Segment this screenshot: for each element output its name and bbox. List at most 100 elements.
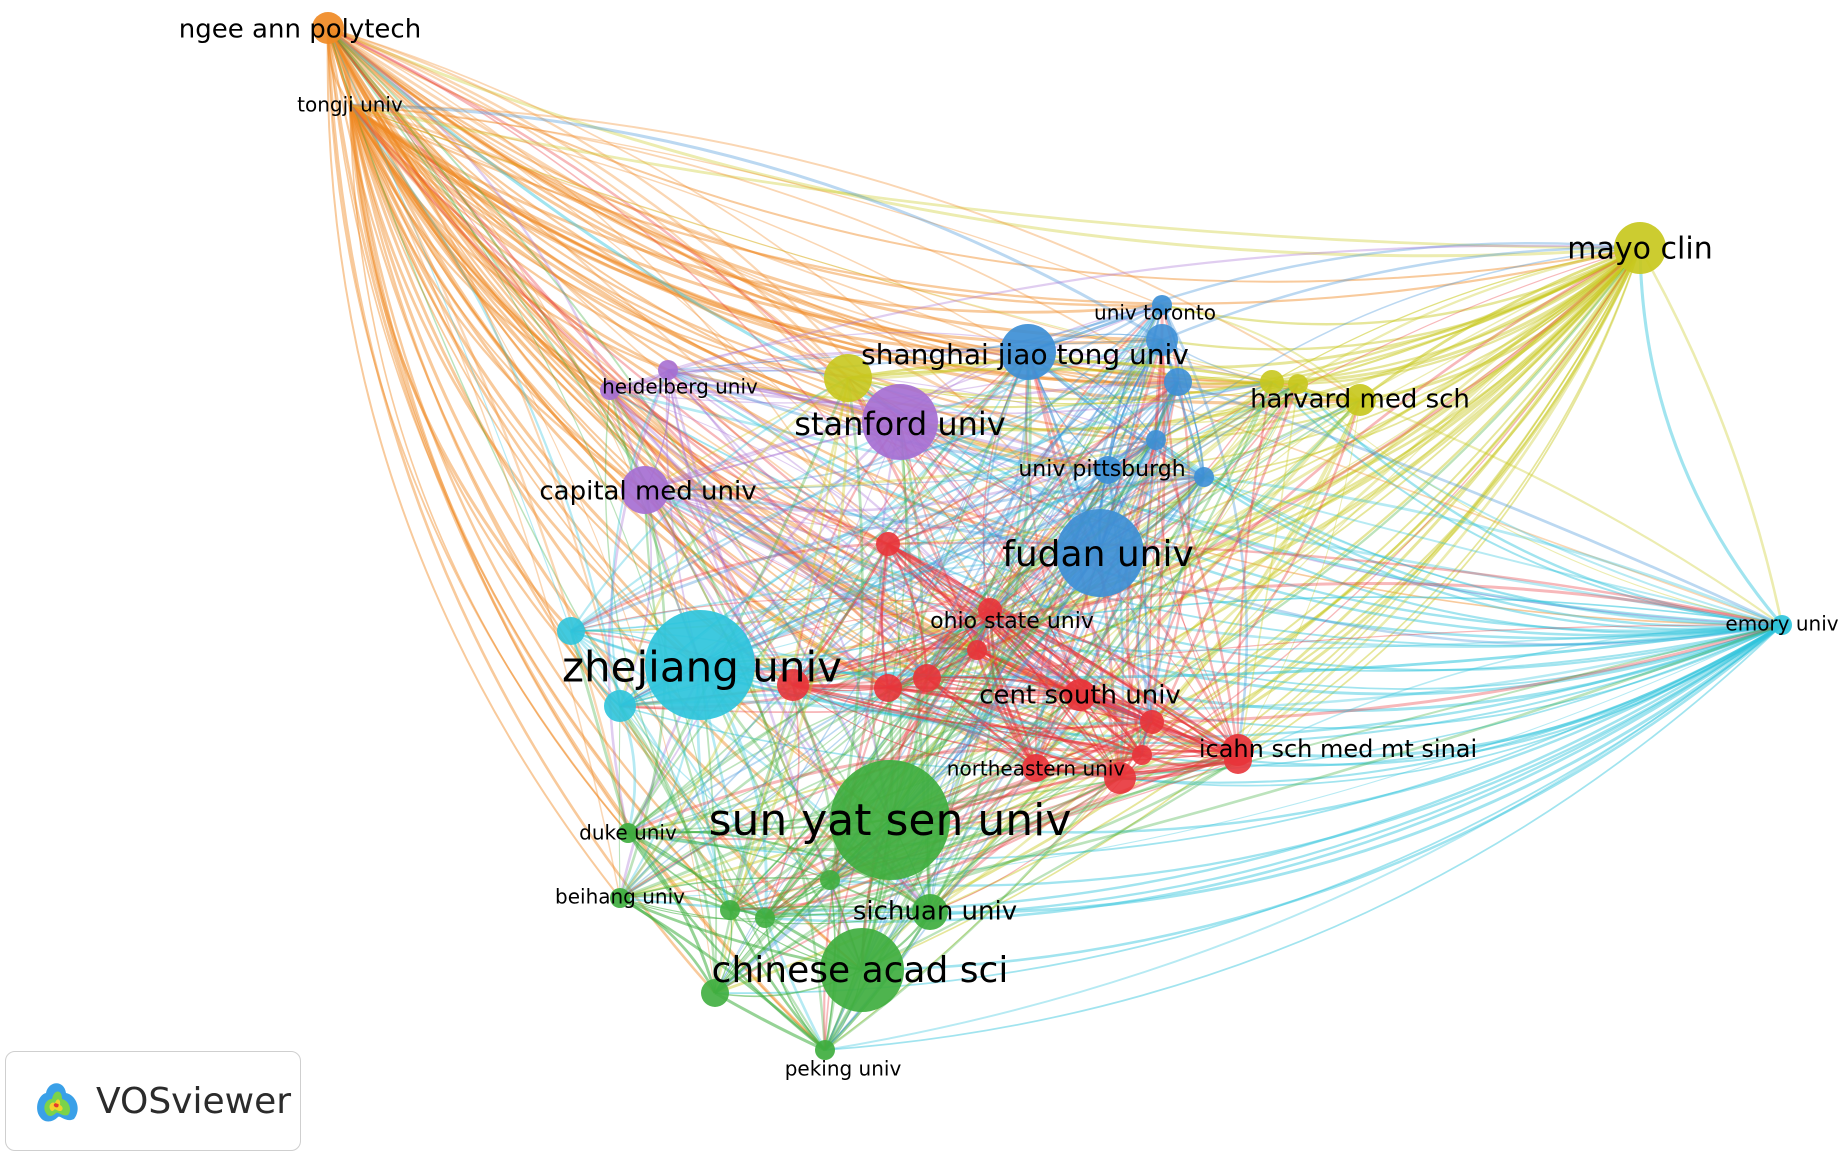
network-link: [792, 619, 988, 686]
network-link: [764, 748, 1239, 920]
network-link: [627, 830, 931, 913]
network-link: [888, 380, 1273, 821]
network-link: [327, 27, 731, 911]
network-link: [1151, 623, 1783, 724]
network-link: [349, 104, 1109, 472]
network-link: [570, 630, 732, 911]
network-link: [792, 304, 1163, 686]
network-link: [1106, 469, 1154, 723]
vosviewer-badge: VOSviewer: [5, 1051, 301, 1151]
network-node-unlabeled: [1146, 324, 1178, 356]
network-link: [1161, 246, 1641, 351]
node-label-emory: emory univ: [1725, 612, 1838, 636]
network-link: [570, 439, 1157, 632]
network-link: [976, 383, 1299, 651]
network-link: [326, 27, 978, 652]
network-link: [1203, 247, 1641, 478]
network-link: [619, 247, 1641, 900]
network-link: [609, 244, 1641, 392]
network-link: [886, 543, 929, 679]
network-link: [627, 619, 988, 834]
network-node-sysu: [830, 760, 950, 880]
network-link: [889, 399, 1361, 821]
network-node-emory: [1772, 615, 1792, 635]
network-link: [861, 777, 1121, 971]
network-link: [976, 649, 1143, 756]
network-link: [349, 104, 1179, 383]
network-node-unlabeled: [658, 360, 678, 380]
network-node-harvard: [1344, 384, 1376, 416]
network-link: [1236, 381, 1274, 751]
network-link: [714, 879, 831, 994]
network-link: [925, 338, 1163, 679]
network-link: [609, 389, 991, 611]
network-link: [327, 27, 1163, 307]
network-link: [327, 27, 1273, 383]
network-link: [1297, 247, 1641, 386]
network-link: [986, 618, 1783, 696]
network-node-mayo: [1614, 222, 1666, 274]
network-link: [619, 893, 731, 912]
node-label-capital: capital med univ: [539, 477, 756, 507]
network-link: [792, 543, 890, 686]
network-link: [1149, 381, 1179, 723]
network-link: [667, 368, 1157, 441]
node-label-icahn: icahn sch med mt sinai: [1199, 735, 1477, 763]
network-link: [1150, 304, 1191, 723]
network-link: [1119, 247, 1641, 779]
network-link: [1025, 351, 1081, 696]
network-link: [824, 624, 1783, 1051]
network-link: [327, 27, 646, 491]
network-link: [326, 27, 669, 372]
network-link: [327, 27, 1361, 401]
network-link: [619, 624, 1783, 775]
network-link: [349, 103, 849, 379]
network-link: [327, 27, 1153, 723]
network-link: [644, 488, 889, 546]
network-node-stanford: [862, 384, 938, 460]
node-label-heidelberg: heidelberg univ: [602, 375, 758, 399]
network-link: [861, 543, 902, 971]
network-link: [1027, 242, 1641, 354]
network-link: [1137, 381, 1179, 756]
network-link: [327, 26, 849, 379]
network-link: [619, 304, 1163, 899]
network-link: [889, 304, 1163, 821]
network-link: [1271, 381, 1783, 626]
network-link: [348, 104, 701, 667]
network-link: [1154, 439, 1240, 761]
network-link: [609, 383, 901, 423]
network-node-sichuan: [912, 894, 948, 930]
network-node-zhejiang: [645, 610, 755, 720]
network-link: [327, 27, 931, 913]
network-link: [1177, 380, 1783, 627]
network-link: [349, 104, 1163, 306]
network-link: [349, 104, 1361, 401]
network-link: [608, 389, 1081, 697]
network-link: [976, 246, 1641, 652]
network-link: [989, 383, 1299, 611]
node-label-cas: chinese acad sci: [712, 950, 1009, 991]
network-link: [926, 304, 1163, 679]
network-link: [887, 687, 1037, 769]
network-link: [619, 624, 1783, 899]
network-link: [1155, 439, 1783, 628]
network-link: [699, 381, 1179, 666]
network-link: [989, 608, 1239, 751]
network-node-unlabeled: [967, 640, 987, 660]
network-link: [1078, 304, 1164, 696]
network-link: [349, 103, 1163, 342]
network-link: [349, 104, 622, 707]
network-link: [1107, 247, 1641, 471]
network-link: [619, 897, 766, 920]
network-link: [570, 630, 831, 881]
network-link: [728, 909, 826, 1051]
network-link: [847, 359, 1273, 384]
network-link: [626, 377, 850, 834]
network-link: [609, 349, 1179, 391]
node-label-fudan: fudan univ: [1002, 534, 1194, 575]
network-link: [667, 368, 1783, 640]
network-link: [327, 27, 1101, 555]
network-link: [986, 381, 1179, 621]
network-link: [1119, 247, 1642, 780]
